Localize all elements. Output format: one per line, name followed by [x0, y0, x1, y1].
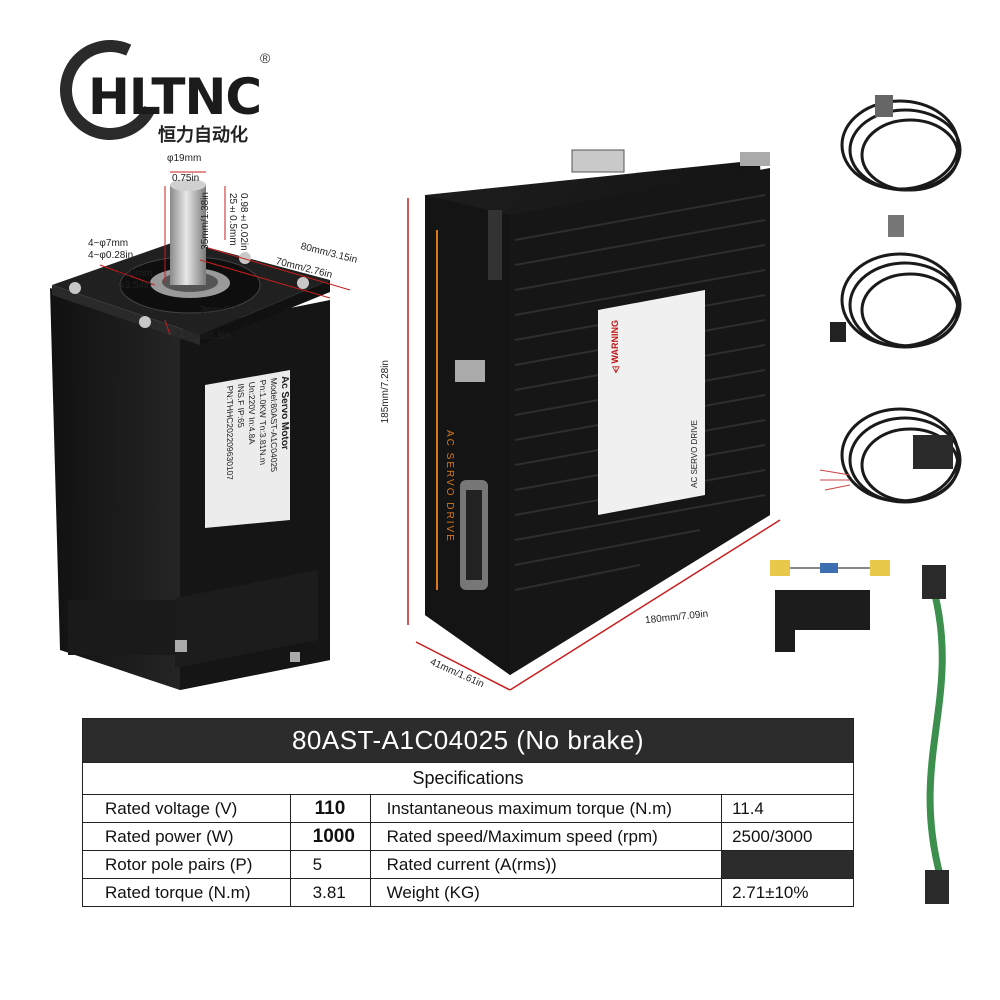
nameplate-ip: IP:65	[236, 406, 246, 429]
dim-key-in: 0.98±0.02in	[238, 193, 249, 251]
spec-label: Weight (KG)	[369, 878, 723, 907]
dim-drive-height: 185mm/7.28in	[380, 360, 391, 424]
spec-label: Rotor pole pairs (P)	[82, 850, 291, 879]
spec-value: 2.71±10%	[721, 878, 854, 907]
table-subtitle-row: Specifications	[82, 762, 854, 795]
table-subtitle: Specifications	[82, 762, 854, 795]
spec-value-empty	[721, 850, 854, 879]
motor-dimension-lines	[99, 171, 351, 336]
control-cable	[840, 407, 962, 504]
dim-holes: 4~φ7mm	[88, 238, 129, 249]
specifications-table: 80AST-A1C04025 (No brake) Specifications…	[82, 718, 854, 907]
nameplate-serial: PN:THHC202209630107	[225, 384, 235, 481]
dim-key: 25±0.5mm	[227, 193, 238, 246]
encoder-connector	[875, 95, 893, 117]
spec-value: 5	[289, 850, 371, 879]
spec-value: 110	[289, 794, 371, 823]
nameplate-power: Pn:1.0KW	[258, 378, 268, 419]
dim-spigot-height: 3mm/0.12in	[200, 305, 253, 316]
spec-label: Rated power (W)	[82, 822, 291, 851]
spec-label: Rated current (A(rms))	[369, 850, 723, 879]
brand-logo: HLTNC ® 恒力自动化	[45, 25, 290, 155]
logo-chinese-text: 恒力自动化	[158, 125, 248, 146]
terminal-block	[775, 590, 870, 630]
dim-spigot: φ90mm	[118, 268, 153, 279]
table-row: Rated power (W) 1000 Rated speed/Maximum…	[82, 822, 854, 851]
ethernet-cable	[926, 594, 946, 876]
table-title-row: 80AST-A1C04025 (No brake)	[82, 718, 854, 763]
table-row: Rated torque (N.m) 3.81 Weight (KG) 2.71…	[82, 878, 854, 907]
nameplate-torque: Tn:3.81N.m	[258, 419, 268, 466]
spec-label: Rated torque (N.m)	[82, 878, 291, 907]
nameplate-model: Model:80AST-A1C04025	[269, 376, 279, 473]
nameplate-ins: INS.F	[236, 382, 246, 407]
power-cable	[840, 252, 962, 349]
spec-label: Rated speed/Maximum speed (rpm)	[369, 822, 723, 851]
dim-flange-thickness: 7.5mm/0.3in	[175, 331, 231, 342]
table-row: Rated voltage (V) 110 Instantaneous maxi…	[82, 794, 854, 823]
dim-shaft-dia: φ19mm	[167, 153, 202, 164]
motor-nameplate: Ac Servo Motor Model:80AST-A1C04025 Pn:1…	[205, 375, 290, 525]
spec-value: 11.4	[721, 794, 854, 823]
nameplate-current: In:4.8A	[247, 416, 257, 446]
dim-spigot-in: φ3.54in	[118, 280, 152, 291]
spec-label: Rated voltage (V)	[82, 794, 291, 823]
table-title: 80AST-A1C04025 (No brake)	[82, 718, 854, 763]
logo-registered-mark: ®	[260, 50, 271, 66]
drive-side-text: AC SERVO DRIVE	[444, 430, 455, 543]
drive-warning: ⚠WARNING	[610, 320, 620, 374]
nameplate-voltage: Un:220V	[247, 380, 257, 416]
table-row: Rotor pole pairs (P) 5 Rated current (A(…	[82, 850, 854, 879]
dim-shaft-len: 35mm/1.38in	[200, 192, 211, 250]
encoder-cable	[840, 99, 962, 192]
nameplate-title: Ac Servo Motor	[279, 375, 290, 451]
spec-value: 2500/3000	[721, 822, 854, 851]
drive-face-title: AC SERVO DRIVE	[690, 420, 699, 488]
spec-value: 3.81	[289, 878, 371, 907]
logo-brand-text: HLTNC	[88, 68, 262, 126]
resistor-terminal	[770, 560, 790, 576]
spec-value: 1000	[289, 822, 371, 851]
servo-drive	[425, 149, 770, 675]
spec-label: Instantaneous maximum torque (N.m)	[369, 794, 723, 823]
dim-shaft-dia-in: 0.75in	[172, 173, 200, 184]
dim-holes-in: 4~φ0.28in	[88, 250, 134, 261]
drive-dimension-lines	[407, 198, 781, 691]
